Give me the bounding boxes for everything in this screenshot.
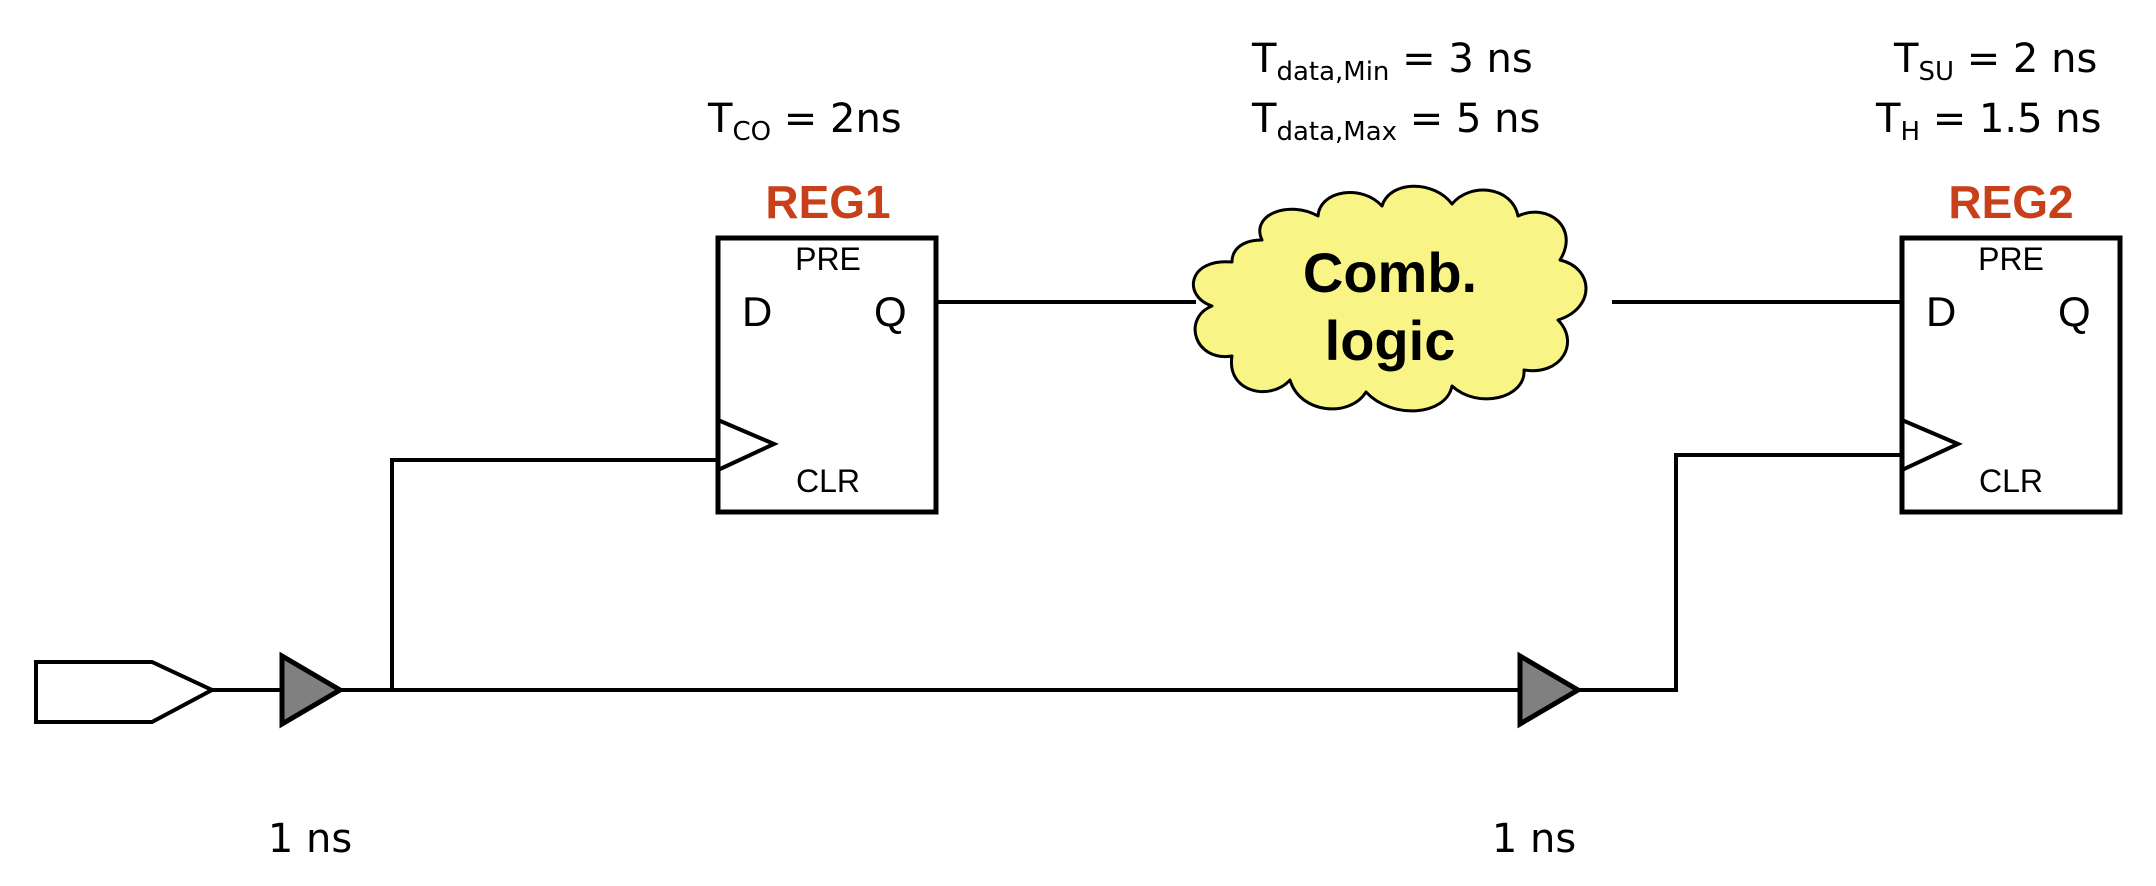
buffer1-delay-label: 1 ns	[268, 816, 352, 862]
reg1-tco-param: TCO = 2ns	[707, 96, 902, 147]
reg2-tsu-param: TSU = 2 ns	[1893, 36, 2097, 87]
tdata-min-param: Tdata,Min = 3 ns	[1251, 36, 1533, 87]
clock-buffer-2	[1517, 651, 1583, 729]
reg2-clock-triangle	[1901, 418, 1963, 472]
buffer2-delay-label: 1 ns	[1492, 816, 1576, 862]
reg2-th-param: TH = 1.5 ns	[1875, 96, 2101, 147]
reg2-d-label: D	[1926, 288, 1956, 335]
reg2-clock-wire	[1578, 453, 1900, 692]
reg2-clr-label: CLR	[1979, 463, 2043, 499]
comb-logic-cloud: Comb. logic	[1192, 184, 1588, 413]
reg2-pre-label: PRE	[1978, 241, 2044, 277]
reg1-clr-label: CLR	[796, 463, 860, 499]
reg1-d-label: D	[742, 288, 772, 335]
reg1-box	[715, 235, 939, 515]
reg2-title: REG2	[1948, 176, 2073, 228]
reg1-clock-triangle	[717, 418, 779, 472]
clock-input-port	[34, 660, 217, 724]
reg1: REG1 PRE D Q CLR	[715, 176, 939, 515]
wires	[212, 300, 1900, 692]
reg1-clock-wire	[390, 458, 716, 690]
reg2-box	[1899, 235, 2123, 515]
reg1-q-label: Q	[874, 288, 907, 335]
reg2-q-label: Q	[2058, 288, 2091, 335]
reg1-title: REG1	[765, 176, 890, 228]
cloud-line1: Comb.	[1303, 241, 1477, 304]
cloud-shape	[1192, 184, 1588, 413]
clock-buffer-1	[279, 651, 345, 729]
cloud-line2: logic	[1325, 309, 1456, 372]
reg2: REG2 PRE D Q CLR	[1899, 176, 2123, 515]
tdata-max-param: Tdata,Max = 5 ns	[1251, 96, 1540, 147]
reg1-pre-label: PRE	[795, 241, 861, 277]
